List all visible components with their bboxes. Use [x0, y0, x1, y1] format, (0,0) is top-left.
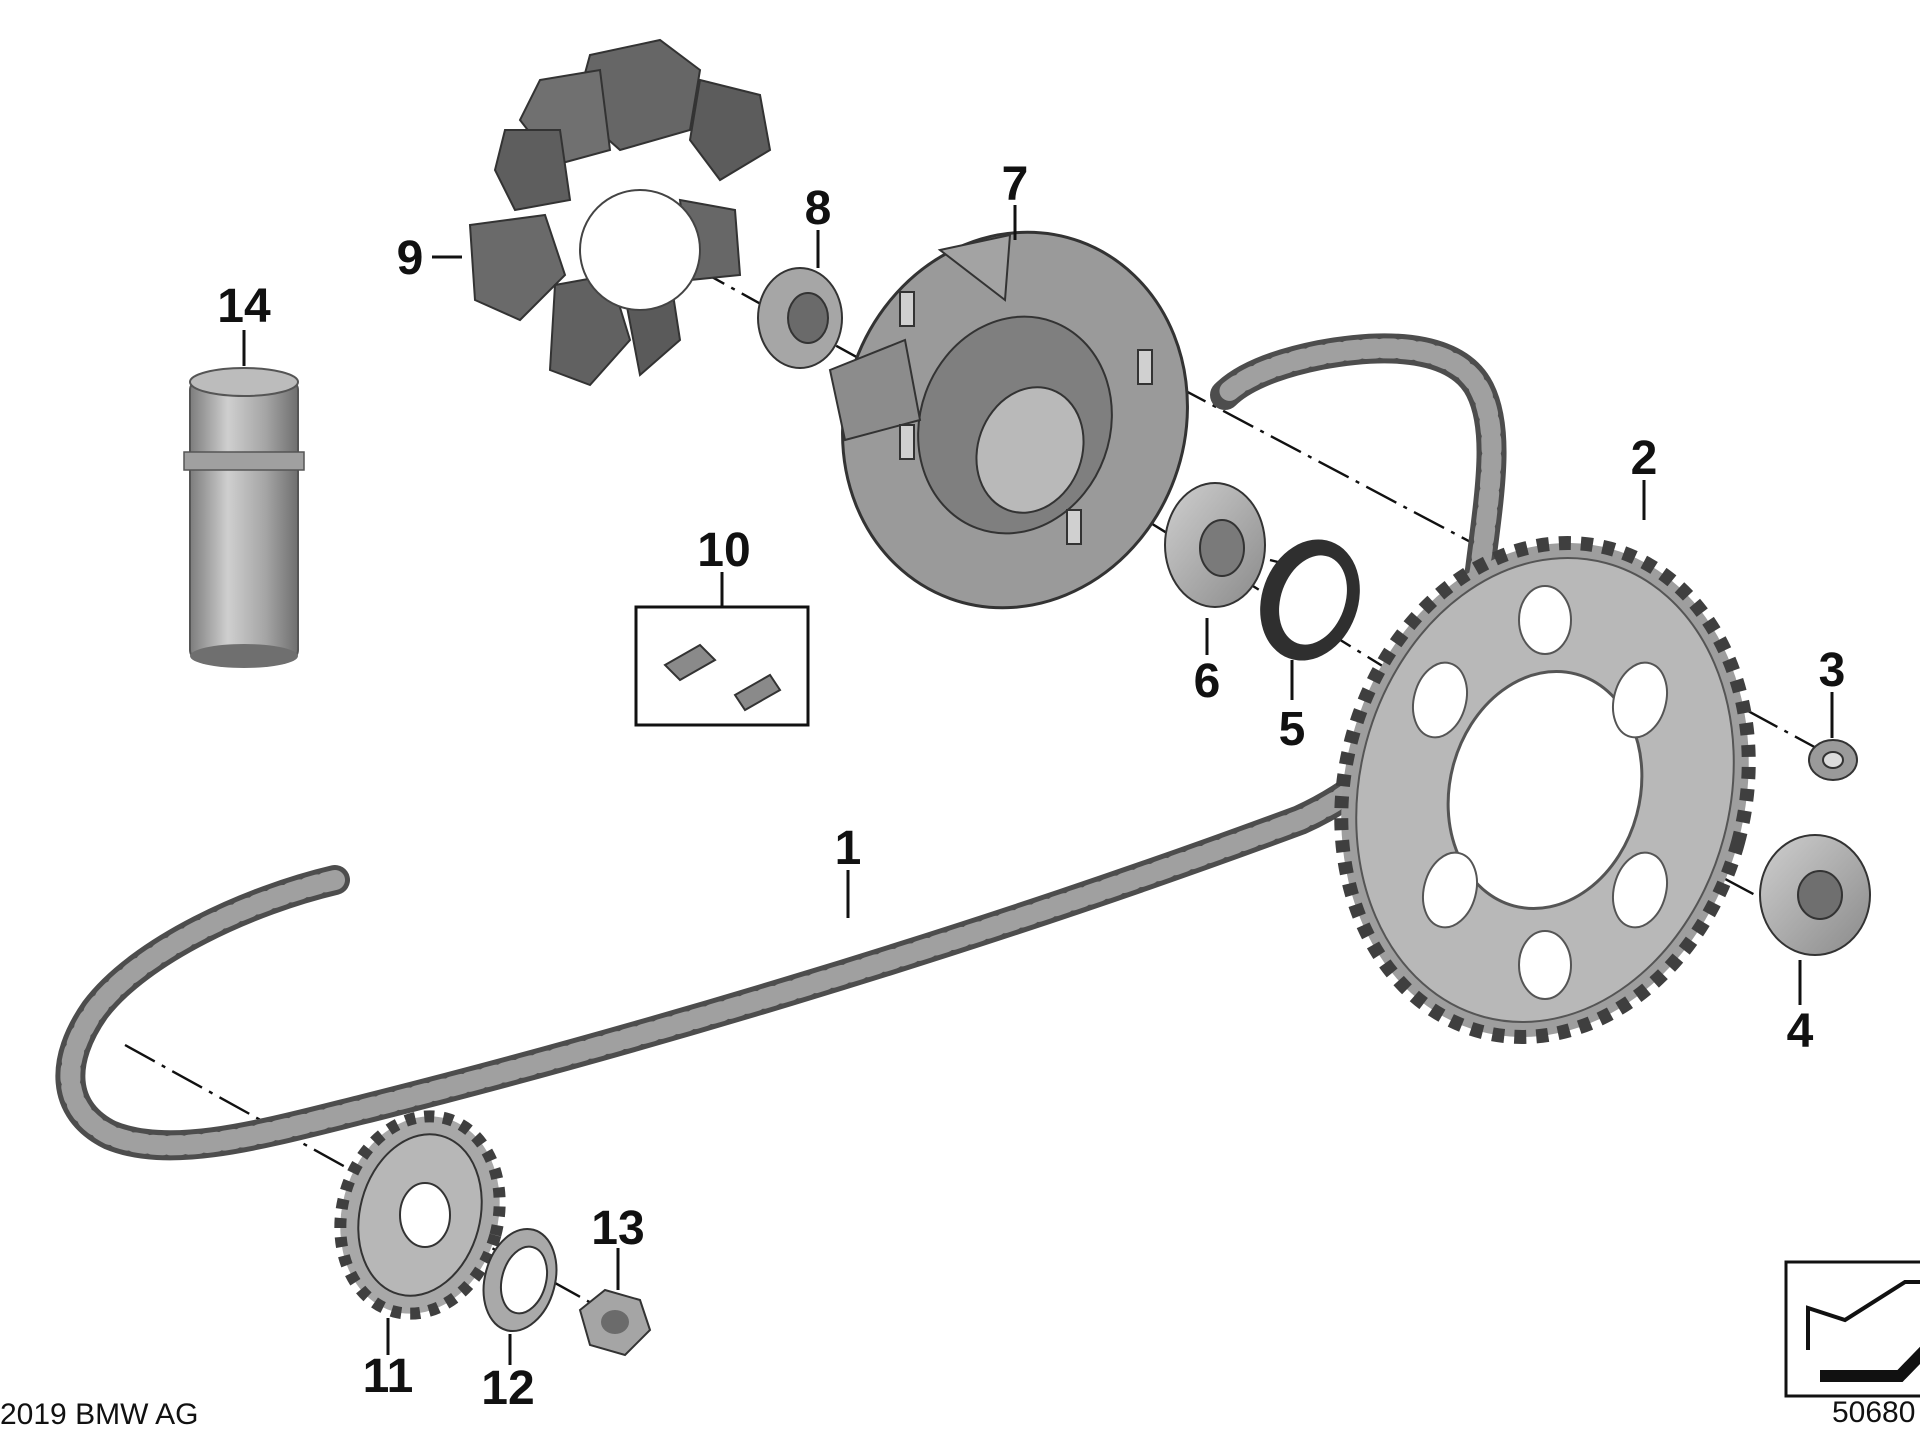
spacer-washer: [1759, 834, 1871, 956]
callout-2: 2: [1631, 432, 1658, 485]
front-sprocket-nut: [578, 1288, 652, 1357]
drawing-number: 50680: [1832, 1396, 1915, 1429]
callout-6: 6: [1194, 655, 1221, 708]
rear-sprocket: [1334, 536, 1756, 1044]
callout-7: 7: [1002, 158, 1029, 211]
callout-10: 10: [697, 524, 750, 577]
callout-11: 11: [363, 1350, 414, 1403]
callout-numbers: 1 2 3 4 5 6 7 8 9 10 11 12 13 14: [217, 158, 1845, 1415]
lock-washer: [482, 1227, 558, 1333]
view-direction-icon: [1784, 1260, 1920, 1398]
callout-4: 4: [1787, 1005, 1814, 1058]
cush-drive-dampers: [468, 38, 772, 387]
ball-bearing-large: [1164, 482, 1266, 608]
callout-3: 3: [1819, 644, 1846, 697]
sprocket-nut: [1808, 739, 1858, 781]
bearing-sleeve: [757, 267, 843, 369]
callout-12: 12: [481, 1362, 534, 1415]
shaft-seal: [1260, 539, 1360, 661]
callout-1: 1: [835, 822, 862, 875]
callout-14: 14: [217, 280, 271, 333]
front-sprocket: [334, 1110, 506, 1320]
callout-8: 8: [805, 182, 832, 235]
callout-9: 9: [397, 232, 424, 285]
copyright-text: 2019 BMW AG: [0, 1398, 198, 1431]
chain-lubricant-can: [183, 367, 305, 668]
leader-lines: [242, 205, 1834, 1365]
chain: [55, 333, 1507, 1161]
chain-master-link: [634, 605, 810, 727]
callout-13: 13: [591, 1202, 644, 1255]
sprocket-carrier: [828, 230, 1189, 610]
callout-5: 5: [1279, 703, 1306, 756]
